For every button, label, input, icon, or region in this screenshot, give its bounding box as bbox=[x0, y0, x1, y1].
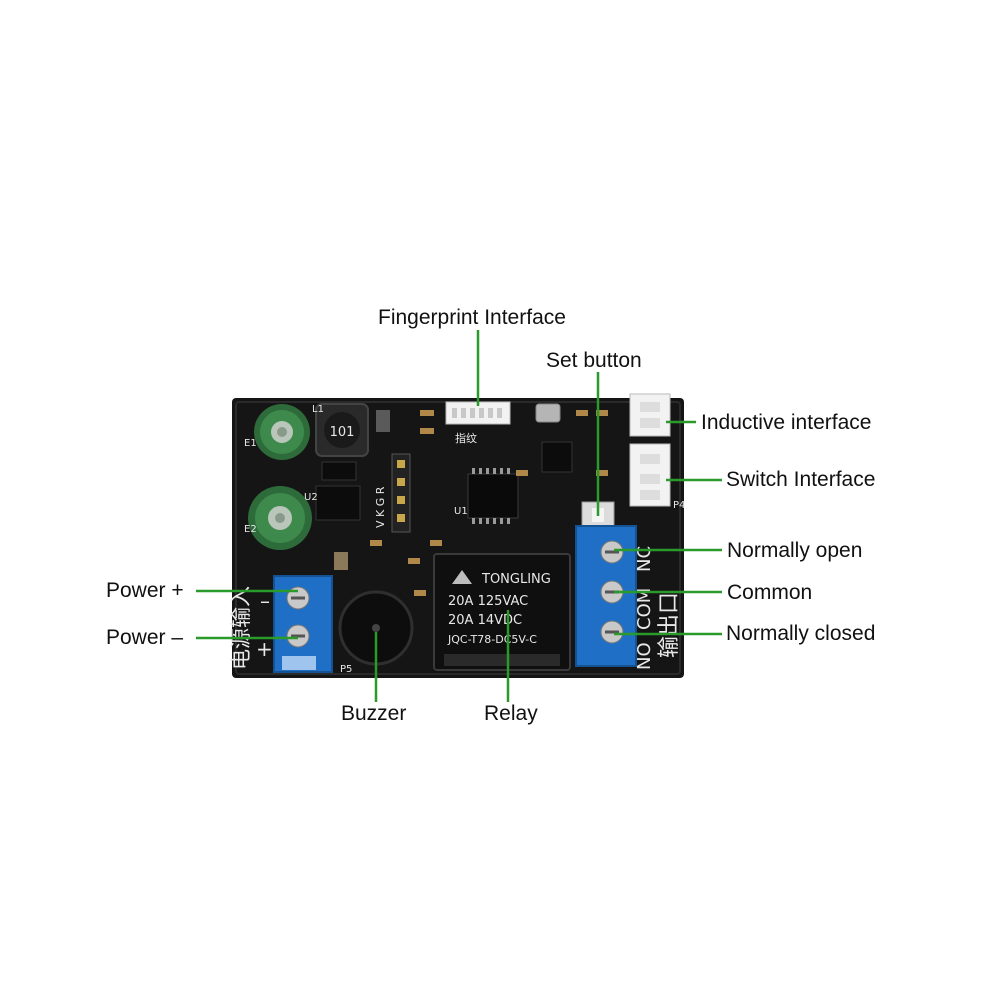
svg-text:L1: L1 bbox=[312, 404, 324, 415]
svg-text:指纹: 指纹 bbox=[455, 431, 477, 445]
label-switch-interface: Switch Interface bbox=[726, 468, 876, 491]
output-terminal-block bbox=[575, 525, 637, 667]
label-relay: Relay bbox=[484, 702, 538, 725]
svg-text:U2: U2 bbox=[304, 492, 318, 503]
inductive-connector bbox=[629, 393, 671, 437]
relay-part: TONGLING 20A 125VAC 20A 14VDC JQC-T78-DC… bbox=[433, 553, 571, 671]
label-normally-open: Normally open bbox=[727, 539, 863, 562]
label-fingerprint-interface: Fingerprint Interface bbox=[378, 306, 566, 329]
svg-text:E1: E1 bbox=[244, 438, 257, 449]
capacitor-e1 bbox=[254, 404, 310, 460]
svg-text:TONGLING: TONGLING bbox=[481, 572, 551, 587]
svg-text:–: – bbox=[260, 589, 270, 613]
svg-text:101: 101 bbox=[330, 425, 355, 440]
svg-text:U1: U1 bbox=[454, 506, 468, 517]
label-power-plus: Power + bbox=[106, 579, 184, 602]
label-set-button: Set button bbox=[546, 349, 642, 372]
svg-text:20A 125VAC: 20A 125VAC bbox=[448, 594, 528, 609]
svg-text:NC: NC bbox=[634, 546, 655, 572]
inductor-l1: 101 bbox=[315, 403, 369, 457]
label-inductive-interface: Inductive interface bbox=[701, 411, 872, 434]
chip-u2 bbox=[315, 485, 361, 521]
svg-text:电源输入: 电源输入 bbox=[229, 586, 253, 670]
capacitor-e2 bbox=[248, 486, 312, 550]
svg-text:P4: P4 bbox=[673, 500, 685, 511]
svg-text:COM: COM bbox=[634, 588, 655, 630]
svg-text:P5: P5 bbox=[340, 664, 352, 675]
header-pins bbox=[391, 453, 411, 533]
svg-text:V K G R: V K G R bbox=[374, 486, 387, 528]
label-power-minus: Power – bbox=[106, 626, 184, 649]
svg-text:20A 14VDC: 20A 14VDC bbox=[448, 613, 522, 628]
svg-text:NO: NO bbox=[634, 642, 655, 670]
svg-text:输出口: 输出口 bbox=[657, 592, 682, 658]
leader-lines bbox=[196, 330, 722, 702]
switch-connector bbox=[629, 443, 671, 507]
svg-text:+: + bbox=[256, 637, 273, 661]
chip-u1 bbox=[467, 468, 519, 524]
label-common: Common bbox=[727, 581, 813, 604]
svg-text:JQC-T78-DC5V-C: JQC-T78-DC5V-C bbox=[447, 633, 537, 646]
label-normally-closed: Normally closed bbox=[726, 622, 876, 645]
label-buzzer: Buzzer bbox=[341, 702, 407, 725]
svg-text:E2: E2 bbox=[244, 524, 257, 535]
